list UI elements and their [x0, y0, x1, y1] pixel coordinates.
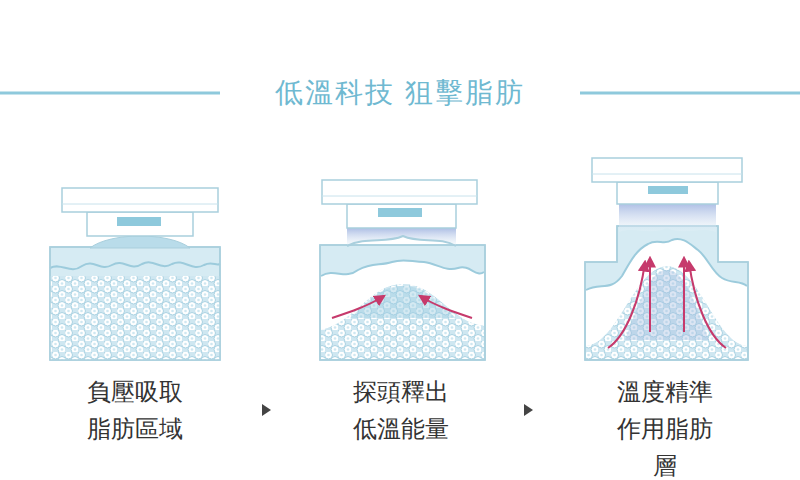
illustration-part: [378, 208, 422, 217]
illustration-part: [617, 182, 718, 204]
illustration-part: [0, 92, 220, 95]
illustration-part: [524, 404, 533, 416]
illustration-part: [320, 245, 485, 360]
illustration-part: [347, 236, 456, 246]
illustration-part: [322, 180, 477, 204]
illustration-part: [320, 245, 485, 360]
illustration-part: [592, 174, 742, 175]
illustration-part: [262, 404, 271, 416]
illustration-part: [592, 158, 742, 182]
illustration-part: [585, 226, 748, 360]
illustration-part: [689, 262, 726, 348]
illustration-part: [585, 226, 748, 360]
illustration-part: [420, 296, 472, 318]
illustration-part: [62, 204, 218, 205]
illustration-part: [649, 258, 651, 332]
illustration-part: [322, 196, 477, 197]
illustration-part: [321, 260, 484, 276]
illustration-part: [608, 262, 645, 348]
illustration-part: [580, 92, 800, 95]
illustration-part: [50, 247, 220, 360]
illustration-part: [683, 258, 685, 332]
illustration-part: [117, 217, 161, 226]
illustration-part: [62, 188, 218, 212]
illustration-part: [90, 236, 190, 248]
illustration-part: [332, 296, 384, 318]
panel-release: [320, 180, 485, 360]
illustration-part: [50, 262, 220, 269]
illustration-part: [50, 276, 220, 360]
illustration-part: [87, 212, 193, 236]
step-caption: 負壓吸取 脂肪區域: [79, 374, 191, 448]
step-caption: 探頭釋出 低溫能量: [345, 374, 457, 448]
illustration-part: [625, 270, 709, 340]
illustration-part: [50, 247, 220, 360]
illustration-part: [350, 286, 456, 318]
panel-suction: [50, 188, 220, 360]
illustration-part: [347, 204, 456, 228]
illustration-part: [347, 226, 456, 246]
illustration-part: [648, 186, 688, 194]
panel-target: [585, 158, 748, 360]
step-caption: 溫度精準 作用脂肪層: [609, 374, 721, 480]
page-title: 低溫科技 狙擊脂肪: [275, 75, 526, 111]
illustration-part: [321, 284, 484, 359]
illustration-part: [619, 200, 716, 232]
